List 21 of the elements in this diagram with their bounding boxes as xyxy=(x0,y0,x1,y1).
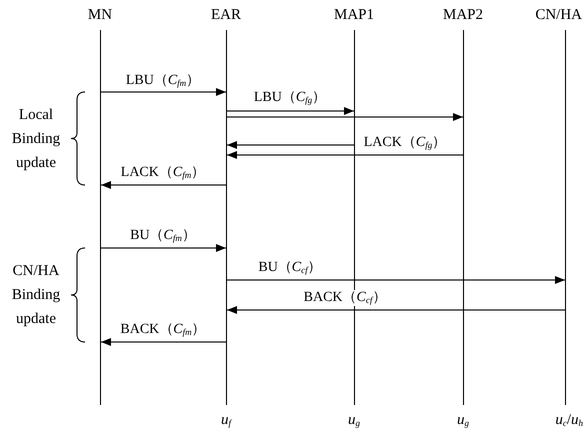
message-arrow xyxy=(100,88,226,96)
participant-label: MN xyxy=(88,8,112,23)
phase-label: Local Binding update xyxy=(10,106,62,172)
variable-label: u$_{g}$ xyxy=(457,413,469,428)
participant-label: EAR xyxy=(211,8,241,23)
message-arrow xyxy=(226,107,354,115)
message-arrow xyxy=(100,181,226,189)
message-arrow xyxy=(226,113,464,121)
participant-label: MAP2 xyxy=(443,8,483,23)
participant-label: MAP1 xyxy=(334,8,374,23)
message-arrow xyxy=(100,338,226,346)
message-arrow xyxy=(226,306,566,314)
phase-label: CN/HA Binding update xyxy=(10,262,62,329)
variable-label: u$_{g}$ xyxy=(348,413,360,428)
message-arrow xyxy=(226,276,566,284)
message-arrow xyxy=(100,244,226,252)
participant-label: CN/HA xyxy=(535,8,582,23)
variable-label: u$_{c}$/u$_{h}$ xyxy=(555,413,583,428)
message-arrow xyxy=(226,141,354,149)
message-arrow xyxy=(226,151,464,159)
variable-label: u$_{f}$ xyxy=(221,413,231,428)
